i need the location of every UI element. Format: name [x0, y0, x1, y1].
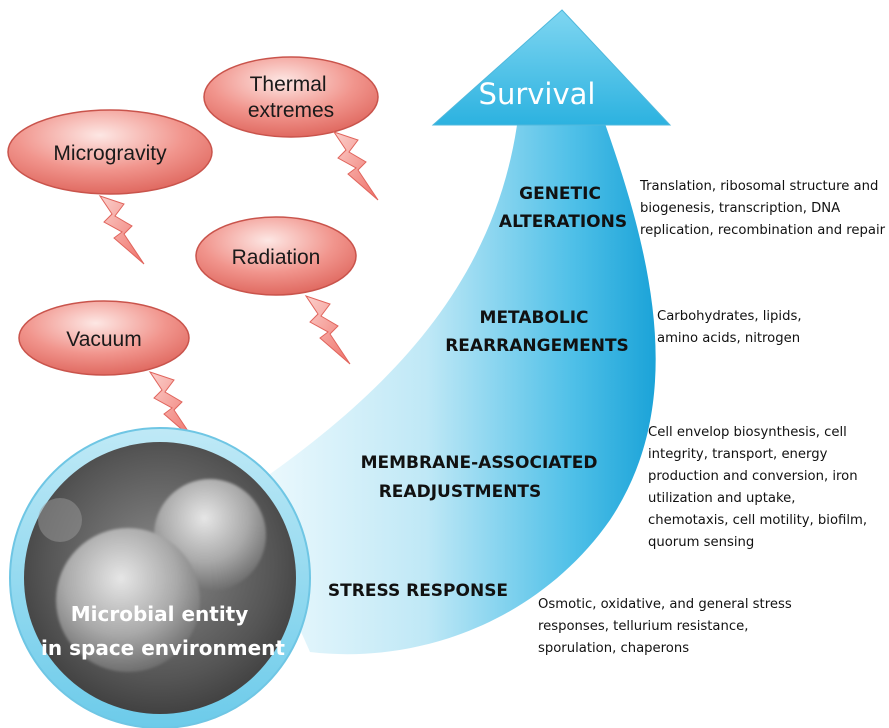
microbe-image	[9, 427, 311, 728]
level-genetic-description: Translation, ribosomal structure and bio…	[639, 179, 886, 238]
stressor-thermal-label: Thermal extremes	[248, 73, 334, 122]
stressor-microgravity-label: Microgravity	[53, 142, 167, 165]
stressor-vacuum-oval	[18, 300, 190, 376]
stressor-thermal-oval	[203, 56, 379, 138]
stressor-radiation-oval	[195, 216, 357, 296]
level-genetic-title: GENETIC ALTERATIONS	[499, 184, 627, 232]
level-metabolic-description: Carbohydrates, lipids, amino acids, nitr…	[657, 309, 806, 346]
level-membrane-description: Cell envelop biosynthesis, cell integrit…	[648, 425, 871, 550]
stressor-vacuum-label: Vacuum	[66, 328, 141, 351]
level-metabolic-title: METABOLIC REARRANGEMENTS	[445, 308, 629, 356]
lightning-bolt-icon	[304, 295, 351, 365]
level-stress-title: STRESS RESPONSE	[328, 581, 508, 601]
survival-arrow-head	[431, 9, 672, 126]
microbe-label: Microbial entity in space environment	[41, 602, 285, 660]
stressor-microgravity-oval	[7, 109, 213, 195]
stressor-radiation-label: Radiation	[232, 246, 321, 269]
level-stress-description: Osmotic, oxidative, and general stress r…	[538, 597, 796, 656]
lightning-bolt-icon	[332, 131, 379, 201]
level-membrane-title: MEMBRANE-ASSOCIATED READJUSTMENTS	[361, 453, 604, 502]
survival-label: Survival	[479, 77, 596, 111]
lightning-bolt-icon	[98, 195, 145, 265]
survival-arrow-body	[240, 118, 656, 655]
